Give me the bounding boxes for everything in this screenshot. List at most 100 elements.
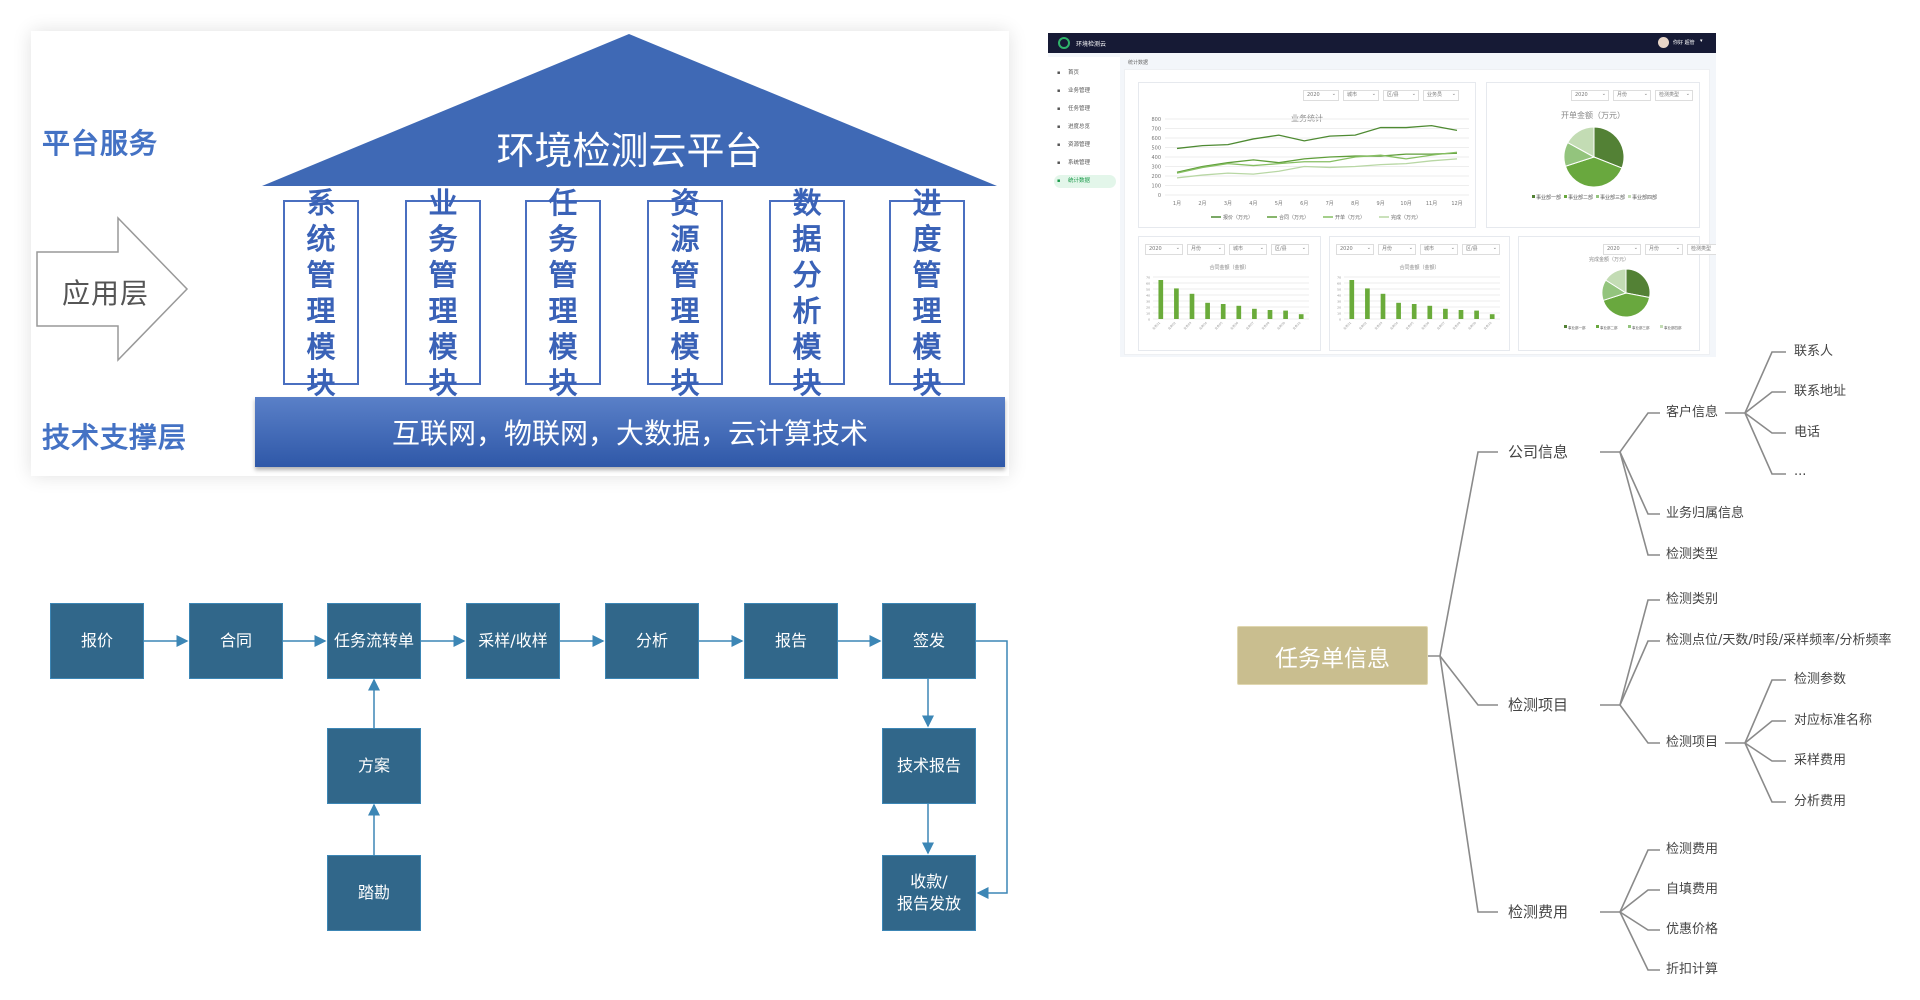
legend-label: 报价（万元） (1223, 214, 1253, 221)
filter-dropdown[interactable]: 月份 (1645, 244, 1683, 255)
bar-1 (1365, 288, 1370, 319)
sidebar-item-4[interactable]: ▪资源管理 (1054, 139, 1116, 152)
bar-2 (1189, 293, 1195, 319)
y-tick-label: 800 (1151, 117, 1161, 123)
series-line-2 (1176, 151, 1458, 174)
filter-dropdown[interactable]: 城市 (1229, 244, 1267, 255)
x-tick-label: 1月 (1173, 201, 1181, 207)
chart-title: 完成金额（万元） (1588, 257, 1629, 263)
sidebar: ▪首页▪业务管理▪任务管理▪进度总览▪资源管理▪系统管理▪统计数据 (1048, 57, 1120, 357)
app-header: 环境检测云 你好 超管 ▾ (1048, 33, 1716, 53)
filter-dropdown[interactable]: 2020 (1603, 244, 1641, 255)
sidebar-item-2[interactable]: ▪任务管理 (1054, 103, 1116, 116)
y-tick-label: 60 (1146, 282, 1150, 286)
flow-connectors (144, 635, 1008, 899)
y-tick-label: 600 (1151, 136, 1161, 142)
home-icon: ▪ (1057, 70, 1061, 76)
mindmap-node: 优惠价格 (1666, 922, 1719, 937)
y-tick-label: 300 (1151, 165, 1161, 171)
module-progress: 进度管理模块 (889, 186, 965, 400)
user-name[interactable]: 你好 超管 (1673, 40, 1695, 46)
filter-dropdown[interactable]: 检测类型 (1687, 244, 1716, 255)
app-layer-arrow (36, 216, 189, 362)
pie-slice-1 (1564, 156, 1623, 188)
sidebar-item-5[interactable]: ▪系统管理 (1054, 157, 1116, 170)
x-tick-label: 业务06 (1420, 320, 1431, 331)
x-tick-label: 业务09 (1275, 320, 1286, 331)
legend-label: 完成（万元） (1391, 214, 1421, 221)
bar-5 (1427, 305, 1433, 319)
filter-dropdown[interactable]: 月份 (1187, 244, 1225, 255)
x-tick-label: 业务09 (1466, 320, 1477, 331)
x-tick-label: 7月 (1326, 201, 1334, 207)
y-tick-label: 10 (1146, 312, 1150, 316)
y-tick-label: 100 (1151, 184, 1161, 190)
y-tick-label: 20 (1146, 306, 1150, 310)
filter-dropdown[interactable]: 城市 (1420, 244, 1458, 255)
y-tick-label: 60 (1337, 282, 1341, 286)
sidebar-item-0[interactable]: ▪首页 (1054, 67, 1116, 80)
filter-dropdown[interactable]: 2020 (1571, 90, 1609, 101)
filter-dropdown[interactable]: 区/县 (1271, 244, 1309, 255)
roof-triangle (36, 34, 997, 362)
bar-2 (1380, 293, 1386, 319)
legend-swatch (1660, 325, 1663, 328)
pie-slice-3 (1605, 268, 1627, 294)
mindmap-node: 电话 (1794, 425, 1821, 440)
filter-dropdown[interactable]: 检测类型 (1655, 90, 1693, 101)
mindmap-node: ... (1794, 464, 1807, 479)
module-analysis: 数据分析模块 (769, 186, 845, 400)
module-resource: 资源管理模块 (647, 186, 723, 400)
filter-dropdown[interactable]: 2020 (1145, 244, 1183, 255)
filter-dropdown[interactable]: 2020 (1336, 244, 1374, 255)
y-tick-label: 30 (1146, 300, 1150, 304)
bar-5 (1236, 305, 1242, 319)
filter-dropdown[interactable]: 城市 (1343, 90, 1379, 101)
series-line-1 (1176, 152, 1458, 173)
sidebar-item-1[interactable]: ▪业务管理 (1054, 85, 1116, 98)
series-line-0 (1176, 124, 1458, 150)
y-tick-label: 500 (1151, 146, 1161, 152)
bar-chart-panel-1: 2020月份城市区/县合同金额（金额）010203040506070业务01业务… (1138, 236, 1321, 351)
x-tick-label: 业务07 (1435, 320, 1446, 331)
filter-dropdown[interactable]: 区/县 (1383, 90, 1419, 101)
tech-foundation-bar: 互联网，物联网，大数据，云计算技术 (255, 397, 1005, 467)
flow-step-task-sheet: 任务流转单 (327, 603, 421, 679)
legend-label: 事业部四部 (1632, 194, 1657, 201)
flow-step-payment: 收款/报告发放 (882, 855, 976, 931)
legend-label: 事业部三部 (1632, 325, 1650, 330)
sidebar-item-label: 统计数据 (1068, 178, 1091, 184)
filter-dropdown[interactable]: 业务员 (1423, 90, 1459, 101)
x-tick-label: 业务01 (1151, 320, 1162, 331)
sidebar-item-3[interactable]: ▪进度总览 (1054, 121, 1116, 134)
platform-service-label: 平台服务 (42, 127, 159, 160)
logo-icon (1058, 37, 1070, 49)
mindmap-node: 客户信息 (1666, 405, 1719, 420)
filter-dropdown[interactable]: 月份 (1613, 90, 1651, 101)
y-tick-label: 400 (1151, 155, 1161, 161)
x-tick-label: 业务10 (1482, 320, 1493, 331)
filter-dropdown[interactable]: 月份 (1378, 244, 1416, 255)
mindmap-node: 检测项目 (1666, 735, 1719, 750)
sidebar-item-label: 业务管理 (1068, 88, 1091, 94)
flow-step-tech-report: 技术报告 (882, 728, 976, 804)
dashboard-screenshot: 环境检测云 你好 超管 ▾ ▪首页▪业务管理▪任务管理▪进度总览▪资源管理▪系统… (1048, 33, 1716, 357)
sidebar-item-6[interactable]: ▪统计数据 (1054, 175, 1116, 188)
bar-9 (1298, 314, 1304, 319)
y-tick-label: 0 (1158, 193, 1161, 199)
mindmap-connectors (1428, 351, 1786, 971)
y-tick-label: 10 (1337, 312, 1341, 316)
filter-dropdown[interactable]: 区/县 (1462, 244, 1500, 255)
caret-down-icon[interactable]: ▾ (1700, 38, 1703, 44)
x-tick-label: 业务06 (1229, 320, 1240, 331)
avatar[interactable] (1658, 37, 1669, 48)
module-system: 系统管理模块 (283, 186, 359, 400)
module-business: 业务管理模块 (405, 186, 481, 400)
arrow (975, 640, 1008, 899)
legend-swatch (1596, 195, 1599, 198)
filter-dropdown[interactable]: 2020 (1303, 90, 1339, 101)
bar-0 (1349, 280, 1355, 319)
legend-swatch (1628, 195, 1631, 198)
mindmap-node: 业务归属信息 (1666, 506, 1745, 521)
